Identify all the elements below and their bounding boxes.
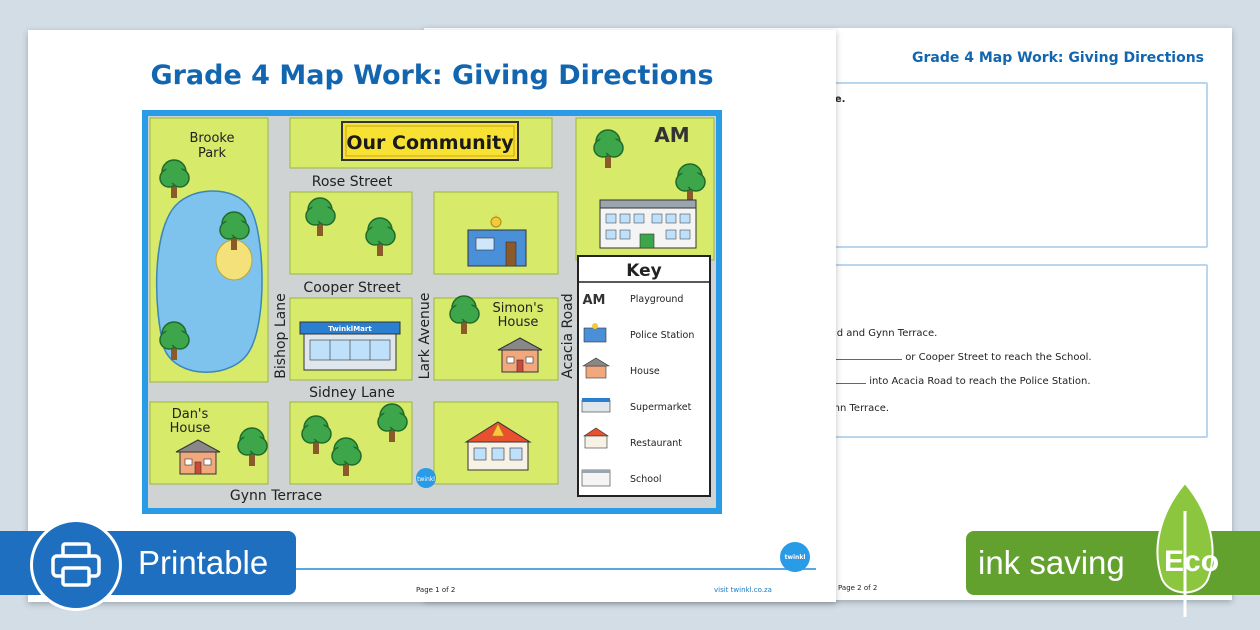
page-number: Page 2 of 2 — [838, 584, 878, 592]
school — [599, 199, 697, 249]
supermarket-sign: TwinklMart — [328, 325, 372, 333]
footer-rule — [138, 568, 816, 570]
page-title: Grade 4 Map Work: Giving Directions — [150, 60, 714, 91]
key-house-icon — [581, 357, 611, 379]
printer-icon — [30, 519, 122, 611]
question-fragment: Road and Gynn Terrace. — [818, 328, 938, 339]
leaf-icon — [1156, 481, 1214, 617]
key-item-supermarket: Supermarket — [630, 402, 692, 413]
street-label-rose: Rose Street — [312, 174, 393, 190]
printable-badge: Printable — [0, 519, 296, 611]
key-restaurant-icon — [583, 427, 609, 449]
brooke-park-label-line2: Park — [198, 146, 227, 161]
map-key: Key AM Playground Police Station House S… — [577, 255, 711, 497]
question-box-1: true. — [818, 82, 1208, 248]
question-fragment: into Acacia Road to reach the Police Sta… — [869, 376, 1091, 387]
question-box-2: Road and Gynn Terrace. or Cooper Street … — [818, 264, 1208, 438]
twinkl-watermark — [416, 468, 436, 488]
key-school-icon — [581, 469, 611, 487]
key-playground-icon: AM — [583, 293, 606, 308]
key-police-icon — [583, 323, 607, 343]
street-label-cooper: Cooper Street — [303, 280, 401, 296]
key-item-playground: Playground — [630, 294, 683, 305]
simons-house-label-line1: Simon's — [492, 301, 543, 316]
worksheet-page-1: Grade 4 Map Work: Giving Directions — [28, 30, 836, 602]
police-station — [467, 214, 527, 267]
answer-blank[interactable] — [832, 383, 866, 384]
banner-text: Our Community — [346, 132, 514, 154]
simons-house-label-line2: House — [498, 315, 539, 330]
key-item-restaurant: Restaurant — [630, 438, 682, 449]
street-label-lark: Lark Avenue — [417, 293, 433, 380]
playground-icon: AM — [654, 123, 689, 147]
question-fragment: Gynn Terrace. — [820, 403, 890, 414]
twinkl-logo: twinkl — [780, 542, 810, 572]
twinkl-watermark-text: twinkl — [417, 476, 435, 483]
supermarket: TwinklMart — [299, 321, 401, 371]
street-label-sidney: Sidney Lane — [309, 385, 395, 401]
brooke-park-label-line1: Brooke — [190, 131, 235, 146]
printable-label: Printable — [138, 544, 269, 581]
street-label-gynn: Gynn Terrace — [230, 488, 322, 504]
restaurant — [464, 421, 532, 471]
dans-house-label-line1: Dan's — [172, 407, 209, 422]
street-label-bishop: Bishop Lane — [273, 293, 289, 378]
page-2-title: Grade 4 Map Work: Giving Directions — [912, 50, 1204, 66]
key-item-police-station: Police Station — [630, 330, 694, 341]
community-map: Our Community Rose Street Cooper Street … — [142, 110, 722, 514]
ink-saving-badge: ink saving Eco — [966, 481, 1260, 617]
key-item-school: School — [630, 474, 662, 485]
street-label-acacia: Acacia Road — [560, 293, 576, 378]
key-item-house: House — [630, 366, 660, 377]
key-title: Key — [626, 261, 662, 281]
community-banner — [341, 121, 519, 161]
answer-blank[interactable] — [834, 359, 902, 360]
key-supermarket-icon — [581, 398, 611, 413]
question-fragment: or Cooper Street to reach the School. — [905, 352, 1092, 363]
ink-saving-label: ink saving — [978, 544, 1125, 581]
dans-house-label-line2: House — [170, 421, 211, 436]
site-link[interactable]: visit twinkl.co.za — [714, 586, 772, 594]
page-number: Page 1 of 2 — [416, 586, 456, 594]
eco-label: Eco — [1164, 545, 1220, 578]
